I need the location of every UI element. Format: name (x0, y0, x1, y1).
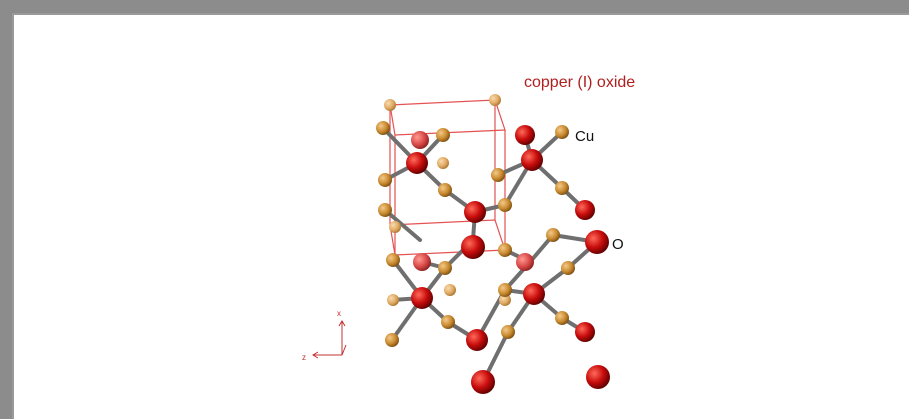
viewer-panel[interactable] (12, 13, 909, 419)
axis-x-label: x (337, 309, 341, 318)
oxygen-label: O (612, 236, 624, 253)
copper-label: Cu (575, 128, 595, 145)
axis-z-label: z (302, 353, 306, 362)
axis-triad (312, 320, 347, 359)
unit-cell-box (389, 99, 506, 256)
back-atoms (384, 94, 534, 306)
oxygen-atoms (406, 125, 610, 394)
copper-atoms (376, 121, 575, 347)
structure-title: copper (I) oxide (524, 74, 636, 91)
